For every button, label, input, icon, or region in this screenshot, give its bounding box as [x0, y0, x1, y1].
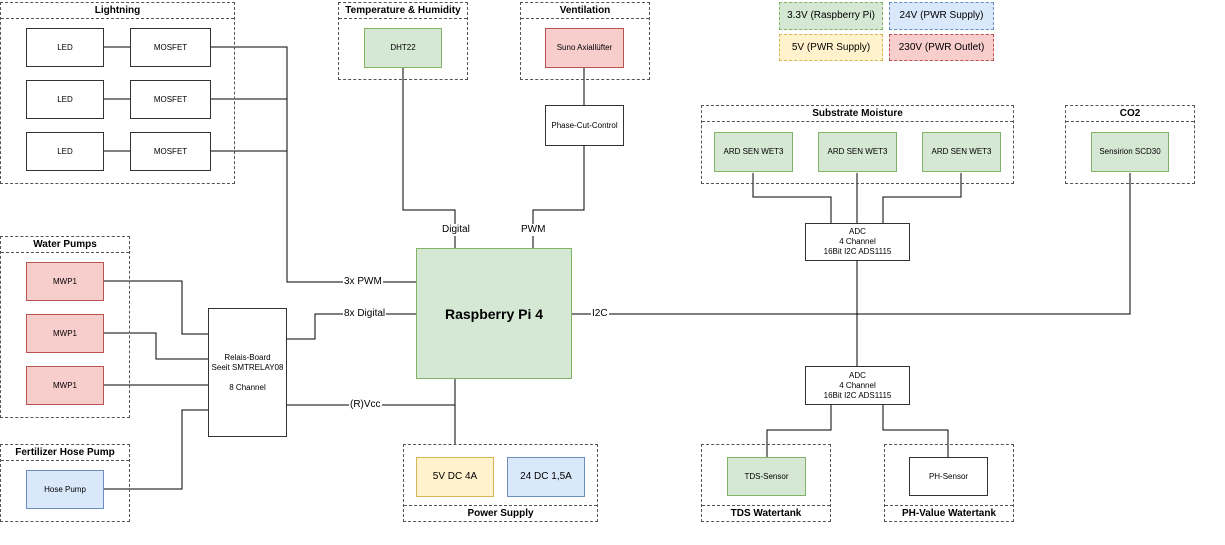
scd30-sensor: Sensirion SCD30 — [1091, 132, 1169, 172]
lightning-group: Lightning — [0, 2, 235, 184]
temperature-group: Temperature & Humidity — [338, 2, 468, 80]
adc-1: ADC 4 Channel 16Bit I2C ADS1115 — [805, 223, 910, 261]
hose-pump: Hose Pump — [26, 470, 104, 509]
pump-2: MWP1 — [26, 314, 104, 353]
fertilizer-title: Fertilizer Hose Pump — [1, 445, 129, 461]
led-1: LED — [26, 28, 104, 67]
mosfet-2: MOSFET — [130, 80, 211, 119]
water-pumps-group: Water Pumps — [0, 236, 130, 418]
ventilation-title: Ventilation — [521, 3, 649, 19]
i2c-label: I2C — [591, 308, 609, 320]
tds-title: TDS Watertank — [702, 505, 830, 521]
pwm-3x-label: 3x PWM — [343, 276, 383, 288]
power-supply-group: Power Supply — [403, 444, 598, 522]
digital-8x-label: 8x Digital — [343, 308, 387, 320]
moisture-sensor-1: ARD SEN WET3 — [714, 132, 793, 172]
adc-1-line-1: ADC — [849, 227, 866, 236]
fertilizer-group: Fertilizer Hose Pump — [0, 444, 130, 522]
led-3: LED — [26, 132, 104, 171]
phase-cut-control: Phase-Cut-Control — [545, 105, 624, 146]
pump-3: MWP1 — [26, 366, 104, 405]
relay-line-1: Relais-Board — [224, 352, 271, 362]
ph-sensor: PH-Sensor — [909, 457, 988, 496]
relay-line-2: Seeit SMTRELAY08 — [211, 362, 284, 372]
psu-24v: 24 DC 1,5A — [507, 457, 585, 497]
pump-1: MWP1 — [26, 262, 104, 301]
substrate-group: Substrate Moisture — [701, 105, 1014, 184]
adc-2-line-3: 16Bit I2C ADS1115 — [823, 390, 892, 400]
relay-line-3: 8 Channel — [229, 382, 266, 392]
power-supply-title: Power Supply — [404, 505, 597, 521]
ph-title: PH-Value Watertank — [885, 505, 1013, 521]
tds-group: TDS Watertank — [701, 444, 831, 522]
legend-5v: 5V (PWR Supply) — [779, 34, 883, 61]
water-pumps-title: Water Pumps — [1, 237, 129, 253]
legend-24v: 24V (PWR Supply) — [889, 2, 994, 30]
adc-2: ADC 4 Channel 16Bit I2C ADS1115 — [805, 366, 910, 405]
fan-node: Suno Axiallüfter — [545, 28, 624, 68]
legend-230v: 230V (PWR Outlet) — [889, 34, 994, 61]
adc-2-line-2: 4 Channel — [839, 380, 876, 390]
raspberry-pi: Raspberry Pi 4 — [416, 248, 572, 379]
lightning-title: Lightning — [1, 3, 234, 19]
mosfet-1: MOSFET — [130, 28, 211, 67]
ventilation-group: Ventilation — [520, 2, 650, 80]
pwm-label: PWM — [520, 224, 547, 236]
dht22-sensor: DHT22 — [364, 28, 442, 68]
tds-sensor: TDS-Sensor — [727, 457, 806, 496]
ph-group: PH-Value Watertank — [884, 444, 1014, 522]
moisture-sensor-2: ARD SEN WET3 — [818, 132, 897, 172]
mosfet-3: MOSFET — [130, 132, 211, 171]
substrate-title: Substrate Moisture — [702, 106, 1013, 122]
adc-2-line-1: ADC — [849, 370, 866, 380]
adc-1-line-2: 4 Channel — [839, 237, 876, 246]
co2-title: CO2 — [1066, 106, 1194, 122]
co2-group: CO2 — [1065, 105, 1195, 184]
legend-3v3: 3.3V (Raspberry Pi) — [779, 2, 883, 30]
temperature-title: Temperature & Humidity — [339, 3, 467, 19]
psu-5v: 5V DC 4A — [416, 457, 494, 497]
relay-board: Relais-Board Seeit SMTRELAY08 8 Channel — [208, 308, 287, 437]
adc-1-line-3: 16Bit I2C ADS1115 — [823, 247, 892, 256]
moisture-sensor-3: ARD SEN WET3 — [922, 132, 1001, 172]
digital-label: Digital — [441, 224, 471, 236]
led-2: LED — [26, 80, 104, 119]
raspberry-pi-title: Raspberry Pi 4 — [444, 305, 544, 322]
rvcc-label: (R)Vcc — [349, 399, 382, 411]
